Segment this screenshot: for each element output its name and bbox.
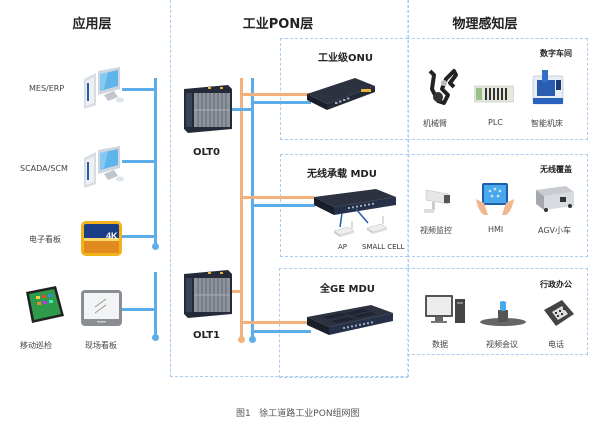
separator-pon-physical [407,0,408,376]
app-label-field-board: 现场看板 [85,341,117,350]
ap-label: AP [338,243,348,251]
zone-title-office: 行政办公 [540,280,572,289]
pon-trunk-backup-end [238,336,245,343]
pc-workstation-icon[interactable] [423,293,467,329]
link-mdu-wireless-backup [240,196,314,199]
plc-icon[interactable] [474,84,514,104]
link-ge-mdu-primary [251,330,311,333]
link-mes-erp [122,88,156,91]
layer-title-pon: 工业PON层 [242,17,314,32]
label-data: 数据 [432,340,448,349]
app-bus-lower [154,272,157,338]
pon-trunk-primary [251,78,254,340]
desk-phone-icon[interactable] [540,298,576,330]
svg-text:4K: 4K [106,231,118,241]
mdu-rack-icon[interactable] [312,187,398,227]
olt1-label: OLT1 [193,330,220,341]
label-video-conference: 视频会议 [486,340,518,349]
link-mdu-wireless-primary [251,204,315,207]
small-cell-icon[interactable] [365,214,389,236]
label-phone: 电话 [548,340,564,349]
agv-cart-icon[interactable] [532,184,576,216]
label-agv: AGV小车 [538,226,572,235]
conference-phone-icon[interactable] [478,300,528,328]
label-cnc-machine: 智能机床 [531,119,563,128]
desktop-computer-icon[interactable] [82,146,126,190]
wireless-ap-icon[interactable] [332,219,356,239]
hmi-tablet-icon[interactable] [474,181,516,217]
olt-chassis-icon[interactable] [180,83,234,133]
app-label-e-board: 电子看板 [29,235,61,244]
figure-caption: 图1 徐工道路工业PON组网图 [236,409,360,419]
layer-title-physical: 物理感知层 [452,17,518,32]
link-e-board [122,235,156,238]
link-onu1-primary [251,101,311,104]
app-label-scada-scm: SCADA/SCM [20,164,68,173]
zone-title-digital-workshop: 数字车间 [540,49,572,58]
onu-switch-icon[interactable] [305,72,377,112]
cnc-machine-icon[interactable] [530,68,566,106]
pon-layer-frame [170,0,409,377]
onu-industrial-title: 工业级ONU [318,53,373,64]
app-bus-upper [154,78,157,248]
robot-arm-icon[interactable] [424,67,460,107]
link-onu1-backup [240,93,310,96]
onu-box-industrial [280,38,408,140]
ge-mdu-title: 全GE MDU [320,284,375,295]
mdu-rack-icon[interactable] [305,303,395,345]
layer-title-application: 应用层 [72,17,112,32]
link-olt0-primary [232,108,254,111]
monitor-icon[interactable] [80,289,123,327]
link-field-board [122,308,156,311]
desktop-computer-icon[interactable] [82,67,126,111]
link-scada-scm [122,160,156,163]
zone-box-digital-workshop [407,38,588,140]
pon-trunk-backup [240,78,243,340]
label-hmi: HMI [488,225,504,234]
olt-chassis-icon[interactable] [180,268,234,318]
small-cell-label: SMALL CELL [362,243,405,251]
olt0-label: OLT0 [193,147,220,158]
app-bus-lower-end [152,334,159,341]
zone-box-wireless [407,154,588,257]
4k-display-icon[interactable]: 4K [80,220,123,257]
app-bus-upper-end [152,243,159,250]
link-olt1-backup [232,290,242,293]
cctv-camera-icon[interactable] [420,186,454,216]
zone-box-office [407,268,588,355]
mdu-wireless-title: 无线承载 MDU [307,169,377,180]
tablet-icon[interactable] [24,286,66,324]
label-plc: PLC [488,118,503,127]
app-label-mes-erp: MES/ERP [29,84,65,93]
app-label-mobile-inspection: 移动巡检 [20,341,52,350]
pon-trunk-primary-end [249,336,256,343]
link-ge-mdu-backup [240,321,314,324]
zone-title-wireless-coverage: 无线覆盖 [540,165,572,174]
label-video-surveillance: 视频监控 [420,226,452,235]
label-robot-arm: 机械臂 [423,119,447,128]
